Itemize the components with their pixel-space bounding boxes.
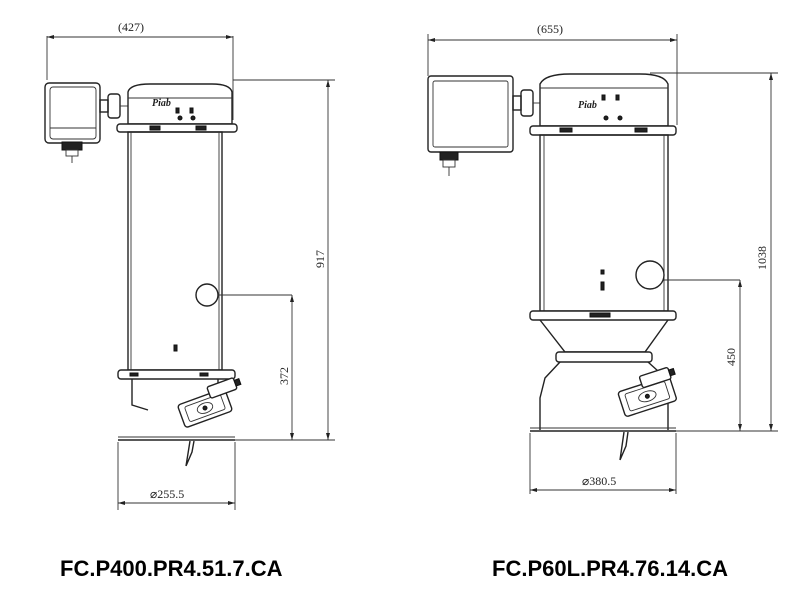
right-discharge xyxy=(529,310,677,461)
left-inlet-label: 372 xyxy=(277,367,291,385)
right-height-dimension: 1038 xyxy=(650,72,778,432)
left-unit-drawing: (427) Piab xyxy=(44,20,335,510)
left-height-label: 917 xyxy=(313,250,327,268)
right-logo: Piab xyxy=(578,100,597,111)
left-width-dimension: (427) xyxy=(46,20,234,120)
right-control-box xyxy=(427,75,540,176)
left-discharge xyxy=(117,369,242,467)
right-height-label: 1038 xyxy=(755,246,769,270)
left-logo: Piab xyxy=(152,98,171,109)
right-diameter-dimension: ⌀380.5 xyxy=(529,433,677,494)
left-height-dimension: 917 xyxy=(233,79,335,441)
right-pump-head: Piab xyxy=(529,73,677,136)
right-inlet-dimension: 450 xyxy=(724,280,742,431)
left-diameter-dimension: ⌀255.5 xyxy=(117,442,236,510)
left-diameter-label: ⌀255.5 xyxy=(150,487,184,501)
left-control-box xyxy=(44,82,128,163)
left-model-caption: FC.P400.PR4.51.7.CA xyxy=(60,556,283,581)
right-inlet-label: 450 xyxy=(724,348,738,366)
right-unit-drawing: (655) Piab xyxy=(427,22,778,494)
left-width-label: (427) xyxy=(118,20,144,34)
right-diameter-label: ⌀380.5 xyxy=(582,474,616,488)
left-pump-head: Piab xyxy=(116,83,238,133)
right-cylinder xyxy=(539,134,740,312)
right-model-caption: FC.P60L.PR4.76.14.CA xyxy=(492,556,728,581)
right-width-label: (655) xyxy=(537,22,563,36)
left-inlet-dimension: 372 xyxy=(277,295,294,440)
right-width-dimension: (655) xyxy=(427,22,678,125)
left-cylinder xyxy=(127,131,292,371)
